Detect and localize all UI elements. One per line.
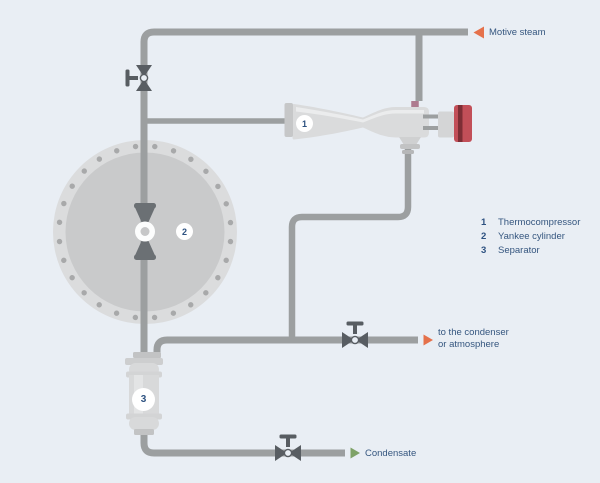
legend-label: Separator [498,245,540,256]
inlet-flange [284,103,293,137]
pipe-condensate-line [140,430,345,457]
condenser-label-line1: to the condenser [438,327,509,338]
condenser-arrow-icon [423,334,433,346]
legend: 1 Thermocompressor 2 Yankee cylinder 3 S… [481,217,580,256]
suction-branch-taper [399,137,421,145]
legend-num: 3 [481,245,487,256]
pipe-recirculation [288,146,412,339]
legend-label: Thermocompressor [498,217,581,228]
cylinder-bolts [56,143,234,321]
separator-bottom-cap [129,417,159,430]
condenser-valve [341,320,369,349]
legend-num: 1 [481,217,487,228]
motive-steam-arrow-icon [473,26,484,39]
yankee-cylinder-badge: 2 [176,223,193,240]
joint-top-bar [134,203,156,209]
condensate-arrow-icon [350,447,360,459]
pipework [140,28,468,457]
pipe-motive-main [140,28,468,360]
legend-item-separator: 3 Separator [481,245,580,256]
bypass-valve [124,64,153,92]
suction-branch-flange [400,144,420,149]
condenser-label: to the condenser or atmosphere [438,327,509,350]
joint-bottom-taper [135,241,155,256]
joint-bottom-bar [134,254,156,260]
steam-joint [134,203,156,260]
legend-num: 2 [481,231,487,242]
condensate-label: Condensate [365,448,417,459]
condenser-label-line2: or atmosphere [438,338,500,350]
venturi-highlight [296,107,424,123]
condensate-valve [274,433,302,462]
actuator-handwheel [454,105,472,142]
legend-item-thermocompressor: 1 Thermocompressor [481,217,580,228]
legend-item-yankee-cylinder: 2 Yankee cylinder [481,231,580,242]
motive-steam-label: Motive steam [489,27,546,38]
pipe-condenser-line [153,336,418,361]
actuator-yoke [438,111,454,138]
journal-hole [140,227,150,236]
actuator-handwheel-stripe [458,105,463,142]
legend-label: Yankee cylinder [498,231,565,242]
separator-badge: 3 [132,388,155,411]
separator-outlet-collar [134,429,154,435]
suction-branch-collar [402,150,414,154]
separator-inlet-collar [133,352,161,358]
thermocompressor [284,101,472,154]
joint-top-taper [135,207,155,222]
thermocompressor-badge: 1 [296,115,313,132]
